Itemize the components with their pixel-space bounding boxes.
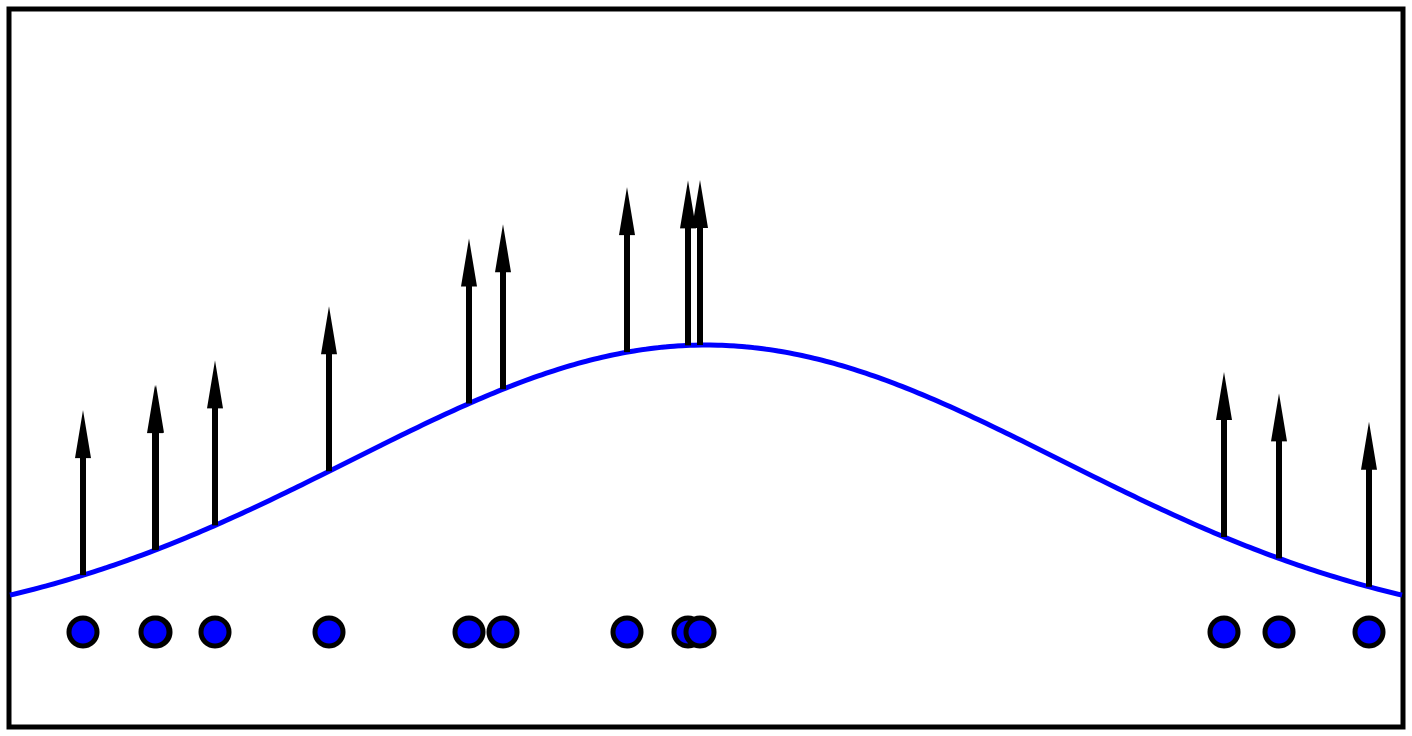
arrow-head (692, 180, 708, 229)
arrow (1271, 393, 1287, 559)
sample-point (198, 615, 232, 649)
sample-point (452, 615, 486, 649)
sample-point (312, 615, 346, 649)
arrow-head (1271, 393, 1287, 442)
diagram-frame (6, 6, 1406, 730)
arrow-head (461, 238, 477, 287)
arrow-group (75, 180, 1377, 587)
arrow-head (75, 410, 91, 459)
arrow (75, 410, 91, 576)
sample-point (683, 615, 717, 649)
sample-point (1352, 615, 1386, 649)
arrow-head (207, 360, 223, 409)
sample-point (1207, 615, 1241, 649)
arrow (147, 385, 163, 551)
arrow (680, 180, 696, 346)
arrow (461, 238, 477, 404)
arrow-head (321, 306, 337, 355)
sample-point (66, 615, 100, 649)
arrow (321, 306, 337, 472)
sample-point (486, 615, 520, 649)
arrow-head (619, 187, 635, 236)
arrow (692, 180, 708, 346)
arrow (619, 187, 635, 353)
arrow-head (147, 385, 163, 434)
sample-point (138, 615, 172, 649)
arrow-head (680, 180, 696, 229)
sample-point (1262, 615, 1296, 649)
arrow-head (1216, 371, 1232, 420)
arrow (495, 224, 511, 390)
arrow-head (1361, 421, 1377, 470)
arrow (1361, 421, 1377, 587)
sample-point (610, 615, 644, 649)
point-group (66, 615, 1386, 649)
arrow (1216, 371, 1232, 537)
bell-curve (9, 342, 1403, 598)
arrow (207, 360, 223, 526)
arrow-head (495, 224, 511, 273)
